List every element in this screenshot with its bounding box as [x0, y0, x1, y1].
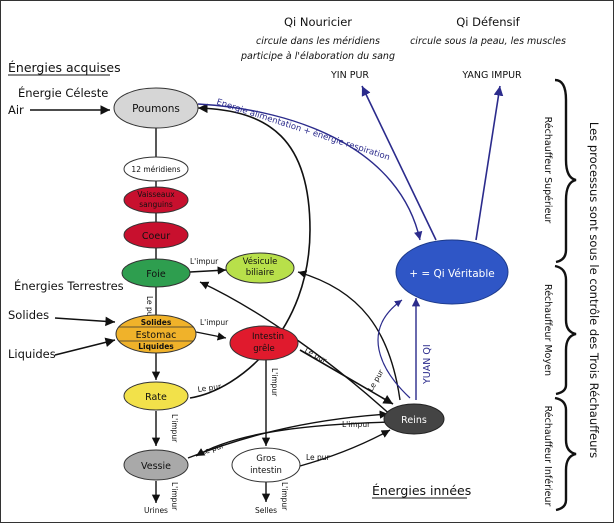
arrow-reins-vesicule	[297, 270, 401, 401]
pur-intestin-label: Le pur	[303, 346, 329, 365]
vaisseaux-label-2: sanguins	[139, 200, 173, 209]
solides-arrow	[54, 316, 116, 327]
pur-vessie-label: Le pur	[200, 441, 226, 457]
node-vessie: Vessie	[123, 449, 189, 481]
impur-rate-label: L'impur	[170, 414, 179, 443]
gros-label-2: intestin	[250, 466, 282, 476]
qi-nouricier-line2: participe à l'élaboration du sang	[240, 51, 395, 62]
qi-nouricier-title: Qi Nouricier	[284, 15, 352, 29]
node-rate: Rate	[123, 381, 189, 411]
liquides-arrow	[54, 337, 116, 356]
yang-impur-label: YANG IMPUR	[461, 70, 522, 81]
reins-label: Reins	[401, 415, 427, 426]
vesicule-label-1: Vésicule	[243, 256, 278, 267]
yuan-qi-label: YUAN QI	[422, 344, 433, 385]
energies-acquises-label: Énergies acquises	[8, 60, 121, 75]
urines-label: Urines	[144, 506, 168, 515]
gros-label-1: Gros	[256, 454, 276, 464]
impur-vessie-label: L'impur	[170, 482, 179, 511]
node-qi-veritable: + = Qi Véritable	[395, 239, 509, 305]
node-estomac: Solides Estomac Liquides	[115, 314, 197, 354]
coeur-label: Coeur	[142, 231, 170, 242]
energies-innees-label: Énergies innées	[372, 483, 471, 498]
pur-reins-label: Le pur	[366, 367, 386, 393]
foie-label: Foie	[146, 269, 166, 280]
intestin-label-1: Intestin	[252, 332, 284, 342]
arrow-reins-vessie	[195, 421, 393, 457]
rate-label: Rate	[145, 392, 167, 403]
rechauffeur-superieur: Réchauffeur Supérieur	[542, 117, 553, 224]
impur-estomac-label: L'impur	[200, 318, 229, 327]
vaisseaux-label-1: Vaisseaux	[137, 190, 175, 199]
qi-defensif-line1: circule sous la peau, les muscles	[410, 36, 566, 47]
node-foie: Foie	[121, 258, 191, 288]
impur-intestin-label: L'impur	[270, 368, 279, 397]
pur-rate-label: Le pur	[197, 382, 223, 394]
arrow-rate-poumons	[189, 103, 311, 399]
estomac-liquides-tag: Liquides	[138, 342, 174, 351]
brace-superieur	[554, 78, 577, 264]
node-coeur: Coeur	[123, 221, 189, 249]
vesicule-label-2: biliaire	[246, 268, 275, 278]
estomac-solides-tag: Solides	[141, 318, 172, 327]
vessie-label: Vessie	[141, 461, 171, 472]
estomac-label: Estomac	[136, 330, 177, 341]
energies-terrestres-label: Énergies Terrestres	[14, 278, 124, 293]
poumons-label: Poumons	[132, 103, 180, 115]
controle-label: Les processus sont sous le contrôle des …	[587, 122, 601, 458]
arrow-estomac-intestin	[195, 331, 227, 341]
node-gros-intestin: Gros intestin	[231, 447, 301, 483]
node-vesicule: Vésicule biliaire	[225, 252, 295, 284]
impur-reins-label: L'impur	[342, 420, 371, 429]
solides-label: Solides	[8, 308, 49, 322]
selles-label: Selles	[255, 506, 277, 515]
node-reins: Reins	[383, 403, 445, 435]
air-label: Air	[8, 103, 24, 117]
arrow-qi-yang	[475, 85, 504, 241]
brace-moyen	[554, 264, 577, 396]
alimentation-label: Energie alimentation + énergie respirati…	[215, 96, 391, 163]
pur-estomac-label: Le pur	[145, 296, 154, 321]
impur-foie-label: L'impur	[190, 257, 219, 266]
liquides-label: Liquides	[8, 347, 56, 361]
node-intestin: Intestin grêle	[229, 325, 299, 361]
arrow-qi-yin	[361, 85, 437, 241]
energie-celeste-label: Énergie Céleste	[18, 85, 108, 100]
qi-veritable-label: + = Qi Véritable	[409, 268, 494, 280]
node-meridiens: 12 méridiens	[123, 156, 189, 182]
intestin-label-2: grêle	[253, 343, 275, 354]
meridiens-label: 12 méridiens	[131, 165, 180, 174]
arrow-reins-qi	[377, 299, 411, 399]
qi-nouricier-line1: circule dans les méridiens	[256, 36, 380, 47]
arrow-foie-vesicule	[189, 266, 227, 275]
rechauffeur-inferieur: Réchauffeur Inférieur	[542, 406, 553, 507]
impur-gros-label: L'impur	[280, 482, 289, 511]
node-vaisseaux: Vaisseaux sanguins	[123, 186, 189, 214]
rechauffeur-moyen: Réchauffeur Moyen	[542, 284, 553, 376]
node-poumons: Poumons	[113, 87, 199, 129]
qi-defensif-title: Qi Défensif	[456, 15, 520, 29]
brace-inferieur	[554, 396, 577, 512]
arrow-gros-reins	[299, 429, 391, 467]
pur-gros-label: Le pur	[306, 453, 331, 462]
yin-pur-label: YIN PUR	[330, 70, 369, 81]
arrow-alimentation	[197, 103, 423, 241]
